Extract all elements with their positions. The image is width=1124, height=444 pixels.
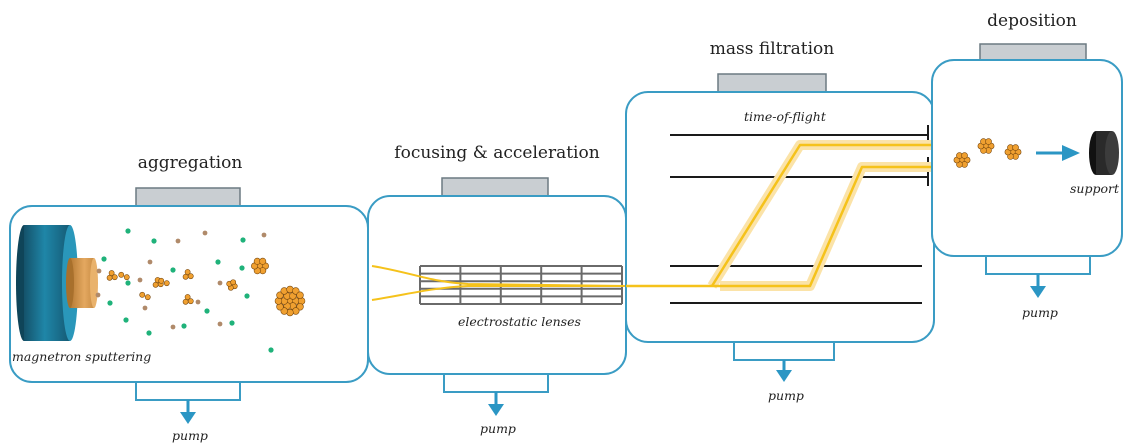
filtration-pump-duct (733, 342, 835, 361)
atom-dot (217, 321, 223, 327)
atom-dot (95, 292, 101, 298)
cluster-icon (274, 285, 306, 317)
filtration-chamber (625, 91, 935, 343)
atom-dot (195, 299, 201, 305)
aggregation-stage: pump aggregation magnetron sputtering (9, 153, 369, 443)
filtration-flange (717, 73, 827, 93)
small-cluster-icon (139, 291, 151, 301)
focusing-beam (371, 265, 627, 301)
atom-dot (229, 320, 235, 326)
atom-dot (123, 317, 129, 323)
cluster-icon (953, 152, 971, 168)
atom-dot (146, 330, 152, 336)
atom-dot (125, 280, 131, 286)
pump-arrow-icon (488, 392, 504, 416)
atom-dot (96, 268, 102, 274)
deposition-pump-label: pump (1022, 305, 1058, 320)
atom-dot (268, 347, 274, 353)
atom-dot (202, 230, 208, 236)
lens-label: electrostatic lenses (458, 314, 581, 329)
filtration-pump-label: pump (768, 388, 804, 403)
deposition-chamber (931, 59, 1123, 257)
pump-arrow-icon (1030, 274, 1046, 298)
atom-dot (240, 237, 246, 243)
atom-dot (170, 267, 176, 273)
small-cluster-icon (226, 279, 238, 291)
filtration-title: mass filtration (710, 39, 834, 59)
deposited-clusters (953, 138, 1022, 168)
atom-dot (137, 277, 143, 283)
focusing-stage: pump focusing & acceleration electrostat… (367, 143, 627, 436)
atom-dot (244, 293, 250, 299)
pump-arrow-icon (180, 400, 196, 424)
focusing-title: focusing & acceleration (394, 143, 599, 163)
electrostatic-lens-grid (419, 265, 623, 305)
atom-dot (147, 259, 153, 265)
atom-dot (215, 259, 221, 265)
atom-dot (217, 280, 223, 286)
cluster-icon (251, 257, 269, 275)
aggregation-title: aggregation (138, 153, 243, 173)
focusing-pump-label: pump (480, 421, 516, 436)
magnetron-label: magnetron sputtering (12, 349, 151, 364)
aggregation-particles (95, 228, 306, 353)
small-cluster-icon (182, 294, 194, 305)
aggregation-pump-label: pump (172, 428, 208, 443)
atom-dot (101, 256, 107, 262)
tof-plates (670, 125, 929, 304)
small-cluster-icon (106, 270, 118, 281)
deposition-flange (979, 43, 1087, 61)
small-cluster-icon (182, 269, 194, 280)
deposition-title: deposition (987, 11, 1077, 31)
small-cluster-icon (118, 271, 130, 281)
focusing-flange (441, 177, 549, 197)
atom-dot (170, 324, 176, 330)
atom-dot (181, 323, 187, 329)
deposition-arrow-icon (1036, 145, 1080, 161)
atom-dot (142, 305, 148, 311)
tof-beams (626, 140, 932, 291)
atom-dot (175, 238, 181, 244)
magnetron-icon (16, 225, 98, 341)
support-label: support (1070, 181, 1120, 196)
small-cluster-icon (158, 277, 170, 287)
tof-label: time-of-flight (744, 109, 827, 124)
focusing-pump-duct (443, 374, 549, 393)
support-icon (1089, 131, 1119, 175)
deposition-stage: pump deposition support (931, 11, 1123, 320)
deposition-pump-duct (985, 256, 1091, 275)
atom-dot (107, 300, 113, 306)
atom-dot (239, 265, 245, 271)
atom-dot (151, 238, 157, 244)
cluster-icon (977, 138, 995, 154)
atom-dot (204, 308, 210, 314)
filtration-stage: pump mass filtration time-of-flight (625, 39, 935, 403)
atom-dot (261, 232, 267, 238)
aggregation-pump-duct (135, 382, 241, 401)
atom-dot (125, 228, 131, 234)
pump-arrow-icon (776, 360, 792, 382)
aggregation-flange (135, 187, 241, 207)
cluster-icon (1004, 144, 1022, 160)
